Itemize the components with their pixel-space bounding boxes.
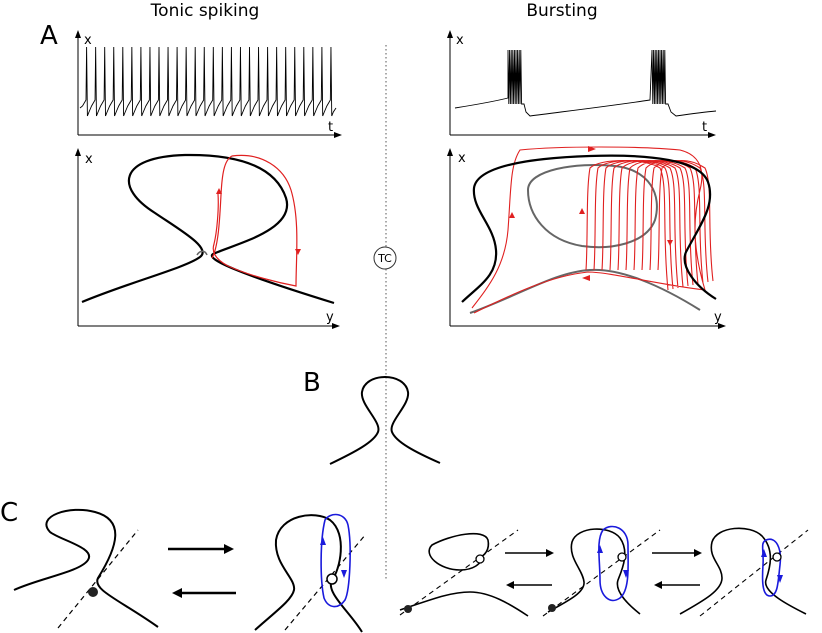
- tc-label: TC: [377, 252, 392, 265]
- c1-dashed-line: [57, 529, 139, 629]
- c3-stable-point: [404, 605, 412, 613]
- c3-unstable-point: [475, 554, 485, 564]
- c1-fixed-point: [88, 587, 98, 597]
- burst-phase-axes: x y: [447, 148, 726, 329]
- tonic-limit-cycle-gray: [196, 250, 208, 256]
- panel-b-curve: [329, 376, 441, 465]
- tonic-phase-axes: x y: [75, 148, 340, 329]
- c2-unstable-point: [326, 573, 338, 585]
- panel-label-c: C: [0, 498, 18, 528]
- c5-blue-arrow-up: [761, 549, 767, 557]
- burst-phase-x-label: x: [458, 151, 466, 166]
- c2-blue-arrow-up: [320, 537, 326, 545]
- c1-curve: [13, 508, 159, 628]
- c5-blue-cycle: [761, 538, 782, 597]
- burst-red-arrow-top: [588, 146, 596, 152]
- panel-label-a: A: [40, 21, 58, 51]
- c4-curve: [547, 528, 641, 615]
- c3-lower-curve: [399, 591, 529, 617]
- burst-nullcline-curve: [461, 154, 717, 303]
- title-bursting: Bursting: [526, 1, 597, 21]
- c2-curve: [254, 514, 363, 633]
- tonic-phase-x-label: x: [85, 152, 93, 167]
- tonic-phase-y-label: y: [326, 310, 334, 325]
- c4-dashed-line: [542, 529, 661, 617]
- burst-red-trajectories: [471, 146, 714, 314]
- burst-limit-cycle-gray: [526, 164, 658, 249]
- tonic-red-arrow-down: [295, 249, 301, 255]
- burst-time-x-label: x: [456, 33, 464, 48]
- burst-red-arrow-up-mid: [579, 208, 585, 214]
- c3-dashed-line: [399, 529, 519, 616]
- c3-upper-curve: [428, 532, 490, 571]
- c5-dashed-line: [699, 529, 809, 617]
- burst-time-axes: x t: [447, 30, 716, 138]
- tonic-time-t-label: t: [328, 120, 333, 135]
- c5-blue-arrow-down: [777, 575, 783, 583]
- burst-spike-train: [454, 49, 717, 117]
- tonic-red-arrow-up: [216, 188, 222, 194]
- c2-blue-arrow-down: [341, 570, 347, 578]
- title-tonic-spiking: Tonic spiking: [150, 1, 260, 21]
- burst-red-arrow-down: [667, 240, 673, 246]
- burst-phase-y-label: y: [714, 310, 722, 325]
- c4-unstable-point: [617, 552, 627, 562]
- burst-lower-gray-branch: [469, 268, 701, 314]
- c4-stable-point: [548, 604, 556, 612]
- c4-blue-cycle: [598, 525, 629, 602]
- tonic-spike-train: [79, 46, 337, 117]
- c4-blue-arrow-down: [623, 570, 629, 578]
- burst-red-arrow-up-left: [509, 212, 515, 218]
- tonic-time-x-label: x: [84, 33, 92, 48]
- tonic-red-trajectory: [211, 154, 298, 287]
- tc-marker: [373, 246, 397, 270]
- panel-label-b: B: [303, 368, 321, 398]
- c5-curve: [679, 527, 807, 615]
- tonic-nullcline-curve: [81, 153, 335, 305]
- c4-blue-arrow-up: [597, 545, 603, 553]
- burst-red-arrow-left: [582, 275, 590, 281]
- c2-dashed-line: [284, 533, 367, 631]
- c2-blue-cycle: [320, 513, 351, 608]
- c5-unstable-point: [772, 552, 782, 562]
- tonic-time-axes: x t: [75, 30, 342, 138]
- burst-time-t-label: t: [702, 120, 707, 135]
